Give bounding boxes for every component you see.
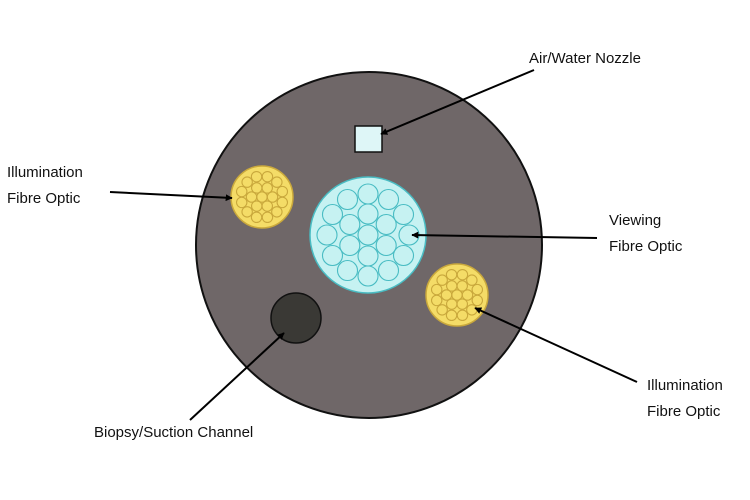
label-illumination-left-line2: Fibre Optic	[7, 190, 81, 207]
label-air-water-nozzle: Air/Water Nozzle	[529, 46, 641, 72]
fibre-strand	[266, 191, 279, 203]
label-illumination-left-line1: Illumination	[7, 164, 83, 181]
fibre-strand	[375, 213, 397, 236]
fibre-strand	[261, 182, 273, 194]
fibre-strand	[261, 211, 274, 224]
fibre-strand	[430, 294, 443, 307]
label-illumination-right: Illumination Fibre Optic	[647, 373, 723, 425]
illumination-fibre-optic-left	[230, 165, 294, 229]
label-illumination-right-line2: Fibre Optic	[647, 403, 721, 420]
fibre-strand	[471, 294, 484, 307]
fibre-strand	[375, 234, 397, 257]
fibre-strand	[250, 170, 263, 183]
fibre-strand	[357, 224, 379, 246]
illumination-fibre-optic-right	[425, 263, 489, 327]
label-illumination-left: Illumination Fibre Optic	[7, 160, 83, 212]
fibre-strand	[430, 283, 443, 296]
fibre-strand	[461, 289, 474, 301]
fibre-strand	[436, 304, 448, 316]
fibre-strand	[357, 203, 379, 225]
fibre-strand	[316, 224, 338, 246]
fibre-strand	[339, 234, 361, 257]
fibre-strand	[445, 280, 458, 292]
label-illumination-right-line1: Illumination	[647, 377, 723, 394]
arrow-air-water-nozzle	[380, 69, 535, 135]
air-water-nozzle	[354, 125, 383, 153]
fibre-strand	[377, 259, 400, 282]
fibre-strand	[245, 191, 258, 203]
biopsy-suction-channel	[270, 292, 322, 344]
arrow-viewing	[411, 231, 598, 239]
fibre-strand	[321, 203, 344, 226]
label-air-water-nozzle-text: Air/Water Nozzle	[529, 50, 641, 67]
fibre-strand	[357, 245, 379, 267]
fibre-strand	[321, 244, 344, 267]
fibre-strand	[336, 188, 359, 211]
viewing-fibre-optic	[309, 176, 427, 294]
fibre-strand	[456, 298, 468, 310]
fibre-strand	[377, 188, 400, 211]
label-viewing-line1: Viewing	[609, 212, 662, 229]
arrow-illumination-left	[109, 191, 233, 202]
fibre-strand	[276, 196, 289, 209]
arrow-illumination-right	[474, 307, 638, 383]
fibre-strand	[276, 185, 289, 198]
fibre-strand	[271, 206, 283, 218]
fibre-strand	[445, 298, 458, 310]
fibre-strand	[392, 244, 415, 267]
fibre-strand	[251, 182, 263, 194]
fibre-strand	[440, 289, 453, 301]
fibre-strand	[456, 309, 469, 322]
label-viewing: Viewing Fibre Optic	[609, 208, 682, 260]
fibre-strand	[336, 259, 359, 282]
fibre-strand	[261, 200, 273, 212]
fibre-strand	[456, 280, 468, 292]
fibre-strand	[241, 176, 253, 188]
fibre-strand	[235, 196, 248, 209]
label-biopsy-suction-channel-text: Biopsy/Suction Channel	[94, 424, 254, 441]
fibre-strand	[436, 274, 448, 286]
fibre-strand	[445, 309, 458, 322]
label-biopsy-suction-channel: Biopsy/Suction Channel	[94, 420, 253, 446]
fibre-strand	[250, 211, 263, 224]
arrow-biopsy-suction	[189, 332, 285, 421]
fibre-strand	[339, 213, 361, 236]
fibre-strand	[271, 176, 283, 188]
fibre-strand	[466, 274, 478, 286]
fibre-strand	[466, 304, 478, 316]
fibre-strand	[456, 268, 469, 281]
fibre-strand	[357, 183, 379, 205]
fibre-strand	[392, 203, 415, 226]
fibre-strand	[261, 170, 274, 183]
fibre-strand	[445, 268, 458, 281]
fibre-strand	[471, 283, 484, 296]
fibre-strand	[251, 200, 263, 212]
fibre-strand	[241, 206, 253, 218]
fibre-strand	[235, 185, 248, 198]
fibre-strand	[357, 265, 379, 287]
label-viewing-line2: Fibre Optic	[609, 238, 683, 255]
